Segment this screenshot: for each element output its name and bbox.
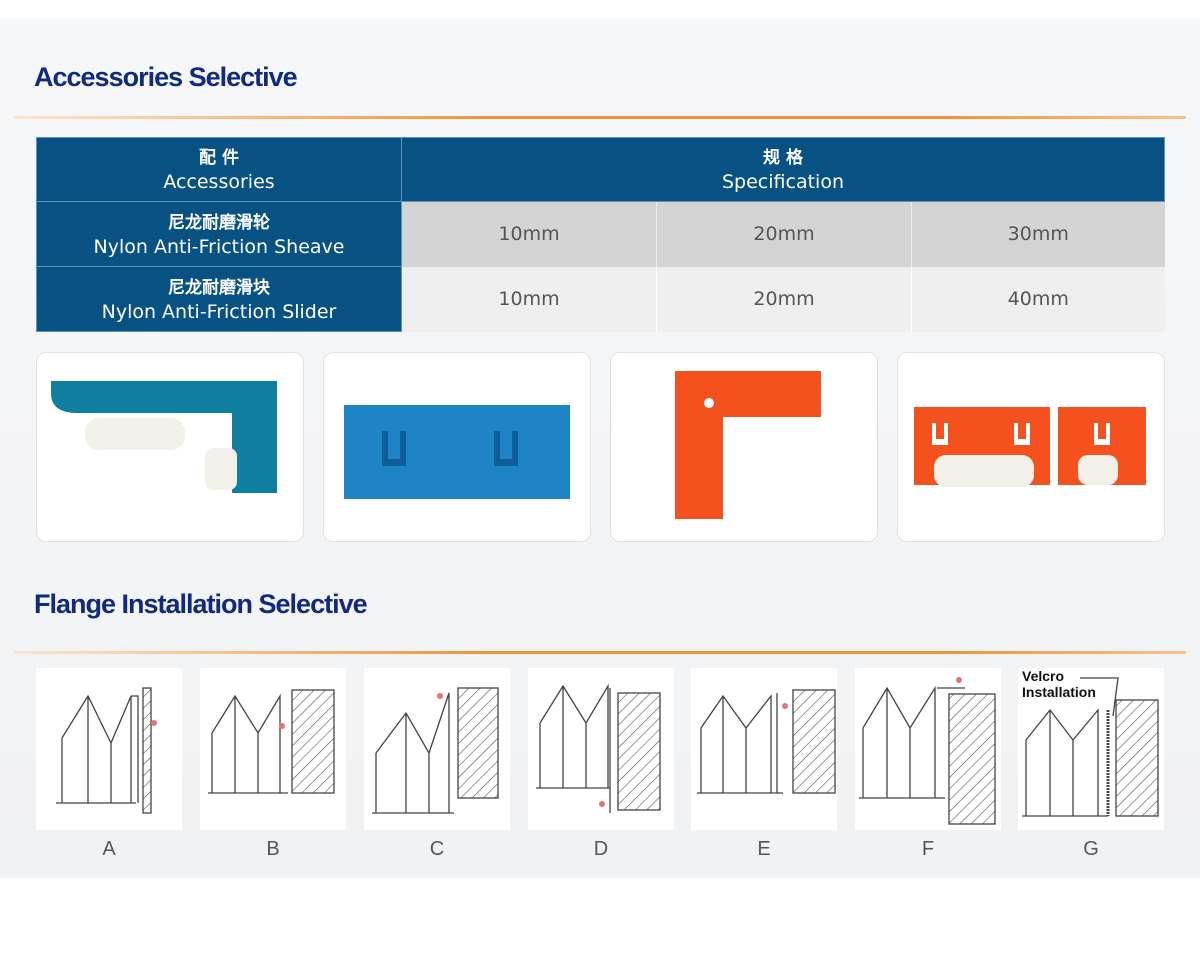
spec-cell: 30mm (911, 201, 1165, 267)
spec-cell: 20mm (656, 266, 912, 332)
flange-label: B (266, 838, 280, 860)
spec-cell: 10mm (400, 266, 657, 332)
flange-diagram-d (528, 668, 674, 830)
flange-diagram-f (855, 668, 1001, 830)
flange-label: C (429, 838, 445, 860)
product-blue-slider (323, 352, 591, 542)
product-orange-slider-roller (897, 352, 1165, 542)
flange-diagram-b (200, 668, 346, 830)
flange-label: E (757, 838, 771, 860)
product-orange-bracket (610, 352, 878, 542)
flange-diagram-e (691, 668, 837, 830)
flange-diagram-a (36, 668, 182, 830)
spec-cell: 10mm (400, 201, 657, 267)
spec-cell: 20mm (656, 201, 912, 267)
spec-cell: 40mm (911, 266, 1165, 332)
divider (14, 651, 1186, 654)
flange-label: F (921, 838, 935, 860)
flange-label: G (1083, 838, 1099, 860)
flange-diagram-g (1018, 668, 1164, 830)
flange-title: Flange Installation Selective (34, 589, 368, 619)
flange-label: D (593, 838, 609, 860)
flange-label: A (102, 838, 116, 860)
flange-diagram-c (364, 668, 510, 830)
product-teal-sheave (36, 352, 304, 542)
accessories-title: Accessories Selective (34, 62, 298, 92)
divider (14, 116, 1186, 119)
